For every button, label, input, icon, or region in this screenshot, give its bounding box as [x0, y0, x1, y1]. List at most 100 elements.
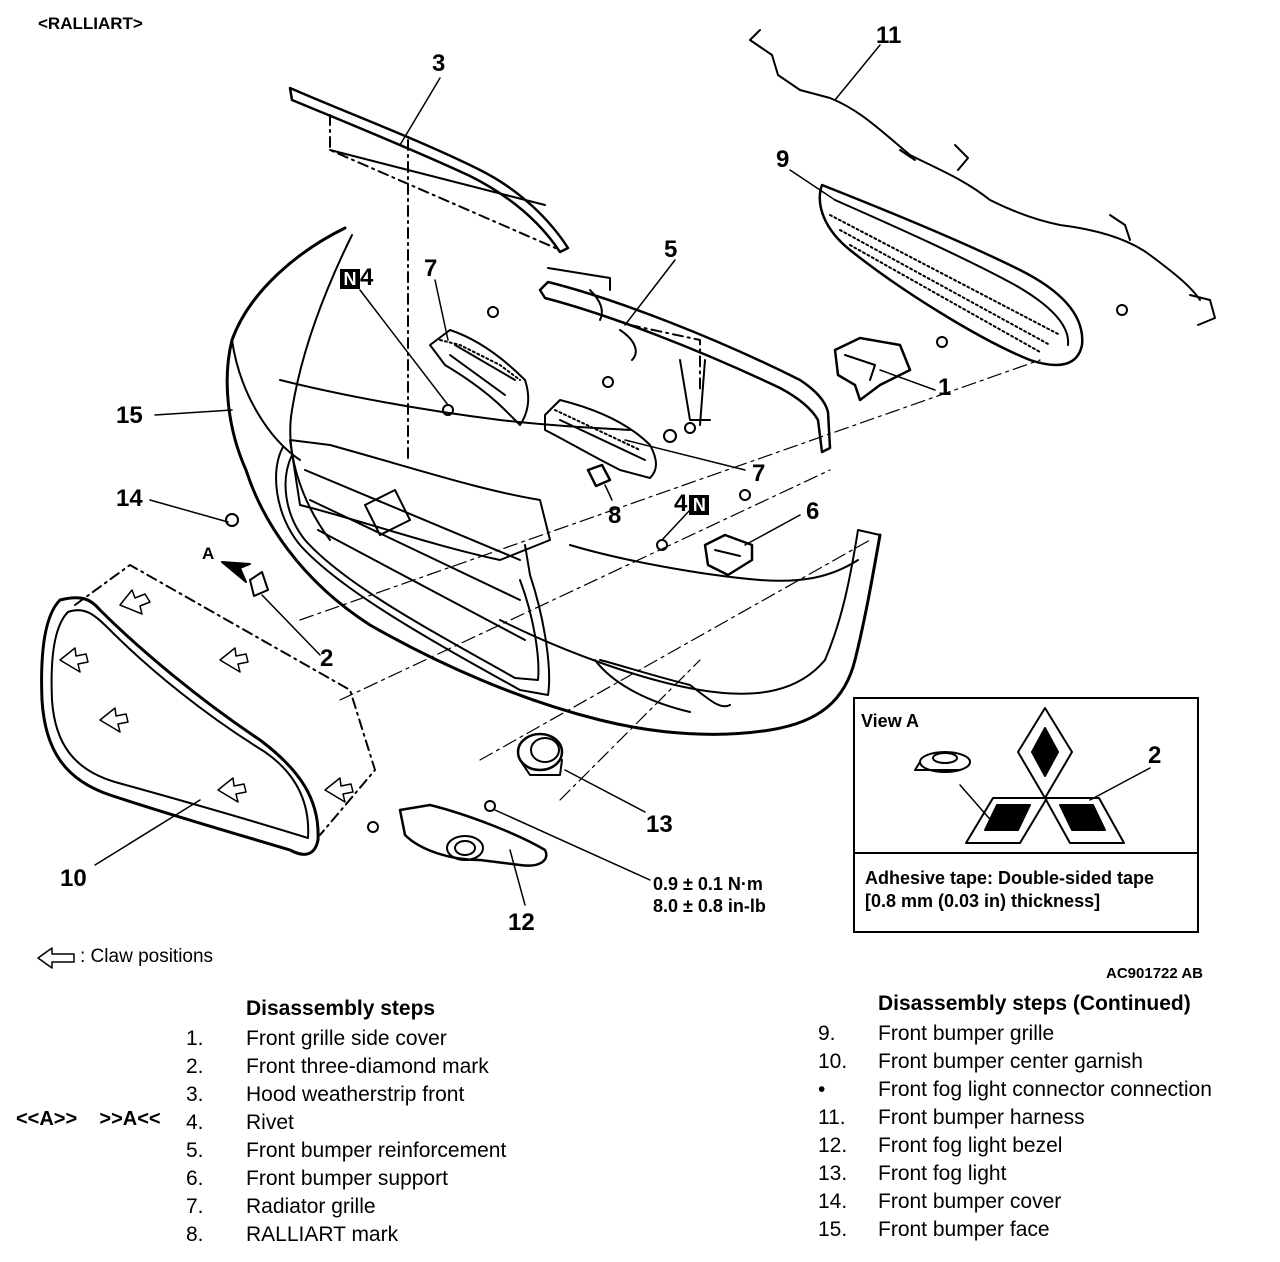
figure-code: AC901722 AB	[1106, 965, 1203, 982]
step-number: 10.	[818, 1050, 848, 1073]
step-label: Rivet	[246, 1111, 294, 1134]
step-number: 3.	[186, 1083, 204, 1106]
step-number: 5.	[186, 1139, 204, 1162]
new-part-badge: N	[340, 269, 360, 289]
new-part-badge: N	[689, 495, 710, 515]
callout-1: 1	[938, 374, 952, 401]
step-label: Radiator grille	[246, 1195, 376, 1218]
step-label: Front bumper cover	[878, 1190, 1062, 1213]
step-number: 9.	[818, 1022, 836, 1045]
callout-14: 14	[116, 485, 143, 512]
step-number: 11.	[818, 1106, 846, 1129]
step-number: 1.	[186, 1027, 204, 1050]
front-grille-side-cover	[833, 336, 912, 402]
callout-3: 3	[432, 50, 446, 77]
front-bumper-grille	[818, 183, 1084, 367]
claw-arrow-icons	[59, 589, 354, 803]
disassembly-step: 6. Front bumper support	[186, 1165, 686, 1193]
adhesive-tape-roll-icon	[914, 751, 996, 826]
disassembly-step: 11. Front bumper harness	[818, 1104, 1268, 1132]
hood-weatherstrip-front	[288, 86, 570, 461]
ralliart-mark	[586, 463, 612, 488]
step-number: 12.	[818, 1134, 848, 1157]
step-label: Front grille side cover	[246, 1027, 447, 1050]
disassembly-step: 8. RALLIART mark	[186, 1221, 686, 1249]
step-label: Front bumper grille	[878, 1022, 1055, 1045]
front-fog-light	[516, 732, 564, 776]
variant-header: <RALLIART>	[38, 14, 143, 33]
leader-lines	[94, 44, 936, 906]
callout-7-upper: 7	[424, 255, 438, 282]
step-number: 13.	[818, 1162, 848, 1185]
callout-12: 12	[508, 909, 535, 936]
step-number: 14.	[818, 1190, 848, 1213]
step-label: Front bumper support	[246, 1167, 448, 1190]
radiator-grille-upper	[429, 329, 530, 426]
callout-5: 5	[664, 236, 678, 263]
front-bumper-support	[703, 533, 754, 577]
disassembly-step: 15. Front bumper face	[818, 1216, 1268, 1244]
alignment-lines	[299, 359, 1041, 801]
view-a-leader	[1089, 767, 1151, 801]
disassembly-step: 4. Rivet	[186, 1109, 686, 1137]
view-a-title: View A	[861, 711, 920, 731]
claw-positions-legend: : Claw positions	[80, 946, 214, 967]
disassembly-step: 14. Front bumper cover	[818, 1188, 1268, 1216]
disassembly-step: 10. Front bumper center garnish	[818, 1048, 1268, 1076]
callout-13: 13	[646, 811, 673, 838]
disassembly-step: 2. Front three-diamond mark	[186, 1053, 686, 1081]
step-label: RALLIART mark	[246, 1223, 399, 1246]
callout-2: 2	[320, 645, 334, 672]
step-label: Front fog light bezel	[878, 1134, 1063, 1157]
view-a-divider	[855, 852, 1197, 854]
step-number: 15.	[818, 1218, 848, 1241]
disassembly-step: 7.Radiator grille	[186, 1193, 686, 1221]
step-label: Front fog light	[878, 1162, 1007, 1185]
adhesive-tape-note: Adhesive tape: Double-sided tape [0.8 mm…	[865, 868, 1155, 911]
step-label: Front bumper center garnish	[878, 1050, 1143, 1073]
callout-6: 6	[806, 498, 820, 525]
callout-7-lower: 7	[752, 460, 766, 487]
disassembly-step: 1. Front grille side cover	[186, 1025, 686, 1053]
view-a-inset: View A Adhesive tape: Double-sided tape …	[853, 697, 1199, 933]
steps-right-title: Disassembly steps (Continued)	[878, 992, 1191, 1015]
view-a-marker: A	[202, 544, 215, 563]
front-fog-light-bezel	[398, 803, 548, 867]
front-bumper-harness	[749, 29, 1216, 326]
callout-9: 9	[776, 146, 790, 173]
step-number: 2.	[186, 1055, 204, 1078]
torque-spec: 0.9 ± 0.1 N·m 8.0 ± 0.8 in-lb	[653, 874, 766, 916]
disassembly-step: 9. Front bumper grille	[818, 1020, 1268, 1048]
disassembly-step: 3. Hood weatherstrip front	[186, 1081, 686, 1109]
steps-left-list: 1. Front grille side cover 2. Front three-d…	[186, 1025, 686, 1255]
disassembly-step: • Front fog light connector connection	[818, 1076, 1268, 1104]
front-bumper-center-garnish	[40, 564, 376, 856]
step-number: 6.	[186, 1167, 204, 1190]
bumper-grille-opening	[275, 439, 551, 696]
front-bumper-face	[225, 226, 882, 736]
step-label: Front bumper face	[878, 1218, 1050, 1241]
callout-15: 15	[116, 402, 143, 429]
callout-11: 11	[876, 22, 902, 49]
arrow-left-outline-icon	[37, 947, 75, 969]
step-number: •	[818, 1078, 826, 1101]
step-number: 4.	[186, 1111, 204, 1134]
step-label: Front bumper reinforcement	[246, 1139, 507, 1162]
step-label: Front fog light connector connection	[878, 1078, 1212, 1101]
three-diamond-mark-icon	[965, 707, 1125, 844]
front-bumper-reinforcement	[538, 267, 832, 454]
steps-left-title: Disassembly steps	[246, 997, 436, 1020]
view-a-callout-2: 2	[1148, 742, 1162, 769]
step-number: 8.	[186, 1223, 204, 1246]
step-label: Front three-diamond mark	[246, 1055, 489, 1078]
callout-8: 8	[608, 502, 622, 529]
steps-right-list: 9. Front bumper grille 10. Front bumper cen…	[818, 1020, 1268, 1250]
step-label: Front bumper harness	[878, 1106, 1085, 1129]
view-a-arrow-icon	[221, 561, 251, 583]
rivet-procedure-markers: <<A>> >>A<<	[16, 1108, 161, 1130]
step-label: Hood weatherstrip front	[246, 1083, 465, 1106]
fasteners	[225, 304, 1128, 833]
